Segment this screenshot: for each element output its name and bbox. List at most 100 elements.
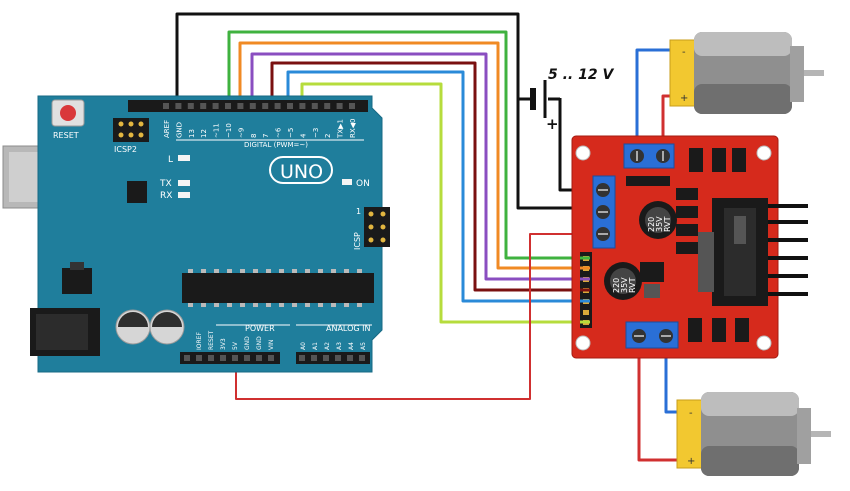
power-pin-hole[interactable] [208,355,214,361]
battery-voltage-label: 5 .. 12 V [548,67,614,83]
motor-a-terminal [623,143,675,169]
led-l [178,155,190,161]
wire-motor2-blue [664,344,680,414]
wire-motor2-red [637,344,680,462]
digital-pin-hole[interactable] [287,103,293,109]
jumpers-bottom [688,318,749,342]
input-wire-ends [580,256,590,324]
wire-pin6-blue [286,70,590,303]
analog-pin-label: A0 [300,342,307,350]
driver-regulator [640,262,664,282]
power-pin-label: IOREF [196,332,203,350]
jumpers-top [689,148,746,172]
digital-pin-hole[interactable] [175,103,182,109]
power-pin-hole[interactable] [220,355,226,361]
cap1-line3: RVT [663,216,672,232]
battery-plus-sign: + [546,115,559,133]
led-on [342,179,352,185]
digital-pin-hole[interactable] [311,103,318,109]
digital-pin-label: TX▶1 [337,119,345,139]
icsp2-label: ICSP2 [114,145,137,154]
battery: 5 .. 12 V + [518,67,614,133]
motor-bottom-cap [676,399,704,469]
motor-top-plus: + [680,93,688,104]
power-pin-hole[interactable] [196,355,202,361]
power-pin-label: 3V3 [220,338,227,350]
analog-pin-hole[interactable] [323,355,329,361]
wire-5v-red [235,233,599,400]
power-pin-label: RESET [208,330,215,350]
wire-motor1-blue [635,48,676,150]
digital-pin-label: ~5 [287,128,295,138]
wire-pin9-orange [238,41,590,270]
motor-b-terminal [625,321,679,349]
power-terminal-block [592,175,616,249]
icsp-label: ICSP [353,232,362,250]
led-rx-label: RX [160,191,172,201]
digital-pin-label: 4 [299,133,307,138]
power-pin-hole[interactable] [268,355,274,361]
driver-capacitor-1: 220 35V RVT [639,201,677,239]
analog-pin-hole[interactable] [347,355,353,361]
led-rx [178,192,190,198]
power-pin-hole[interactable] [184,355,190,361]
motor-top-minus: - [682,47,686,58]
digital-pin-hole[interactable] [349,103,355,109]
digital-pin-hole[interactable] [225,103,231,109]
voltage-regulator [62,262,92,294]
digital-pin-label: ~3 [312,128,320,138]
digital-pin-hole[interactable] [237,103,244,109]
atmega-chip-legs [188,269,362,307]
analog-pin-hole[interactable] [299,355,305,361]
uno-logo-text: UNO [280,161,323,183]
power-pin-hole[interactable] [232,355,238,361]
analog-label: ANALOG IN [326,324,371,333]
power-label: POWER [245,324,275,333]
digital-pin-hole[interactable] [299,103,306,109]
digital-pin-hole[interactable] [163,103,169,109]
icsp-number: 1 [356,207,361,216]
cap2-line3: RVT [628,277,637,293]
power-pin-label: GND [244,336,251,350]
l298n-driver-board: 220 35V RVT 220 35V RVT [571,135,808,359]
digital-pin-label: 7 [262,134,270,138]
wire-pin8-purple [250,52,590,281]
analog-pin-label: A2 [324,342,331,350]
analog-pin-hole[interactable] [359,355,365,361]
input-pin[interactable] [583,310,589,315]
reset-button-cap[interactable] [60,105,76,121]
digital-pin-label: RX◀0 [349,119,357,139]
digital-pin-label: ~10 [225,123,233,138]
bottom-header-holes [184,355,365,361]
digital-pin-hole[interactable] [187,103,194,109]
wires [175,12,680,462]
digital-pin-label: 12 [200,129,208,138]
digital-pin-label: ~11 [213,123,221,138]
usb-chip [127,181,147,203]
digital-pin-hole[interactable] [274,103,281,109]
icsp2-header [113,118,149,142]
digital-pin-hole[interactable] [324,103,331,109]
power-pin-hole[interactable] [256,355,262,361]
digital-pin-hole[interactable] [249,103,256,109]
led-tx [178,180,190,186]
analog-pin-hole[interactable] [335,355,341,361]
digital-pin-hole[interactable] [262,103,269,109]
heatsink [698,198,808,306]
digital-pin-hole[interactable] [212,103,219,109]
power-pin-hole[interactable] [244,355,250,361]
wire-pin5-lime [300,82,590,324]
digital-pin-hole[interactable] [200,103,207,109]
wire-gnd-black [175,12,599,210]
power-header [180,352,280,364]
motor-bottom-plus: + [687,456,695,467]
driver-capacitor-2: 220 35V RVT [604,262,642,300]
analog-pin-label: A4 [348,342,355,350]
analog-pin-label: A1 [312,342,319,350]
cap2-line2: 35V [620,277,629,293]
analog-pin-hole[interactable] [311,355,317,361]
digital-pin-hole[interactable] [336,103,343,109]
